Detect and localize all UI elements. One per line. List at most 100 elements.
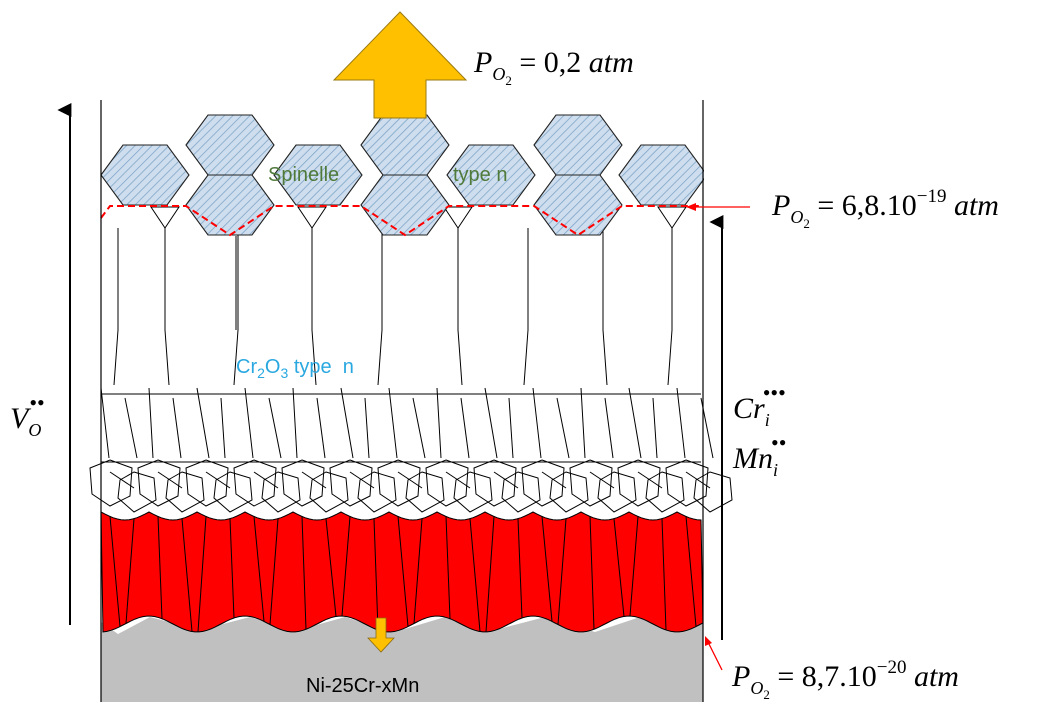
chromia-fine-grain: [665, 459, 709, 507]
interface-dashed-line: [100, 205, 703, 237]
inner-grain-boundary: [229, 518, 235, 619]
chromia-triple-junction: [443, 206, 473, 229]
chromia-cell-boundary: [628, 387, 642, 459]
chromia-cell-boundary: [172, 397, 182, 459]
inner-grain-boundary: [485, 516, 495, 633]
chromia-fine-grain: [377, 459, 421, 507]
spinel-grain: [100, 144, 190, 206]
spinel-interface-pointer: [686, 203, 750, 211]
inner-grain-boundary: [589, 516, 595, 630]
chromia-cell-boundary: [412, 397, 426, 459]
chromia-cell-boundary: [253, 471, 279, 489]
chromia-cell-boundary: [148, 387, 154, 459]
chromia-cell-boundary: [340, 387, 354, 459]
inner-grain-boundary: [157, 516, 163, 619]
chromia-cell-boundary: [652, 397, 658, 459]
chromia-cell-boundary: [316, 397, 326, 459]
chromium-interstitial-label: Cri•••: [733, 380, 786, 430]
spinel-label: Spinelle: [268, 164, 339, 186]
chromia-fine-grain: [165, 471, 205, 513]
chromia-cell-boundary: [589, 471, 615, 489]
chromia-fine-grain: [501, 471, 541, 513]
chromia-cell-boundary: [301, 471, 327, 489]
inner-grain-boundary: [325, 518, 337, 617]
chromia-fine-grain: [645, 471, 685, 513]
chromia-column-boundary: [667, 329, 673, 386]
chromia-column-boundary: [602, 329, 608, 386]
chromia-cell-boundary: [205, 471, 231, 489]
chromia-fine-grain: [261, 471, 301, 513]
chromia-cell-boundary: [388, 387, 398, 459]
inner-grain-boundary: [445, 516, 451, 619]
chromia-cell-boundary: [676, 387, 686, 459]
inner-grain-boundary: [629, 516, 639, 617]
chromia-cell-boundary: [157, 471, 183, 489]
chromia-cell-boundary: [196, 387, 210, 459]
inner-grain-boundary: [373, 518, 379, 631]
inner-grain-boundary: [413, 518, 423, 624]
chromia-column-boundary: [457, 329, 463, 386]
chromia-fine-grain: [597, 471, 637, 513]
spinel-grains: [0, 100, 724, 240]
chromia-column-boundary: [164, 329, 170, 386]
spinel-type-label: type n: [453, 164, 507, 186]
inner-grain-boundary: [269, 518, 279, 625]
chromia-cell-boundary: [541, 471, 567, 489]
manganese-interstitial-label: Mni••: [732, 430, 786, 480]
inner-oxide-layer: [100, 511, 704, 633]
chromia-fine-grain: [233, 459, 277, 507]
chromia-fine-grain: [281, 459, 325, 507]
inner-grain-boundary: [557, 518, 567, 625]
spinel-interface-line: [100, 205, 703, 237]
left-clip: [0, 100, 100, 240]
spinel-grain: [273, 144, 363, 206]
chromia-fine-grain: [137, 459, 181, 507]
chromia-cell-boundary: [100, 387, 110, 459]
chromia-cell-boundary: [364, 397, 370, 459]
chromia-fine-grain: [89, 459, 133, 507]
top-pressure: PO2 = 0,2 atm: [473, 46, 634, 88]
chromia-fine-grain: [521, 459, 565, 507]
oxygen-release-arrow: [332, 11, 468, 119]
chromia-cell-boundary: [349, 471, 375, 489]
chromia-fine-grain: [185, 459, 229, 507]
right-clip: [704, 100, 724, 240]
chromia-cell-boundary: [292, 387, 298, 459]
alloy-label: Ni-25Cr-xMn: [306, 675, 419, 697]
chromia-fine-grain: [405, 471, 445, 513]
chromia-cell-boundary: [244, 387, 254, 459]
chromia-cell-boundary: [604, 397, 614, 459]
chromia-fine-grain: [617, 459, 661, 507]
alloy-interface-pointer: [705, 636, 723, 671]
chromia-cell-boundary: [109, 471, 135, 489]
inner-grain-boundary: [125, 518, 135, 624]
inner-grain-boundary: [197, 516, 207, 633]
oxygen-vacancy-label: VO••: [10, 390, 45, 440]
chromia-triple-junction: [297, 206, 327, 229]
inner-grain-boundary: [541, 516, 553, 622]
inner-grain-boundary: [517, 518, 523, 619]
inner-grain-boundary: [661, 518, 667, 631]
inner-grain-boundary: [341, 516, 351, 617]
inner-grain-boundary: [109, 516, 121, 627]
inner-oxide-fill: [100, 511, 704, 633]
chromia-column-boundary: [377, 329, 383, 386]
inner-grain-boundary: [181, 518, 193, 632]
chromia-cell-boundary: [685, 471, 711, 489]
chromia-fine-grain: [453, 471, 493, 513]
chromia-fine-grain: [425, 459, 469, 507]
chromia-fine-grain: [117, 471, 157, 513]
spinel-grain: [618, 144, 708, 206]
chromia-fine-grain: [569, 459, 613, 507]
chromia-fine-grain: [693, 471, 733, 513]
chromia-cell-boundary: [556, 397, 570, 459]
chromia-triple-junction: [657, 206, 687, 229]
inner-grain-boundary: [613, 518, 625, 617]
inner-grain-boundary: [685, 516, 697, 627]
chromia-cell-boundary: [124, 397, 138, 459]
chromia-cell-boundary: [268, 397, 282, 459]
chromia-cell-boundary: [460, 397, 470, 459]
chromia-fine-grain: [357, 471, 397, 513]
